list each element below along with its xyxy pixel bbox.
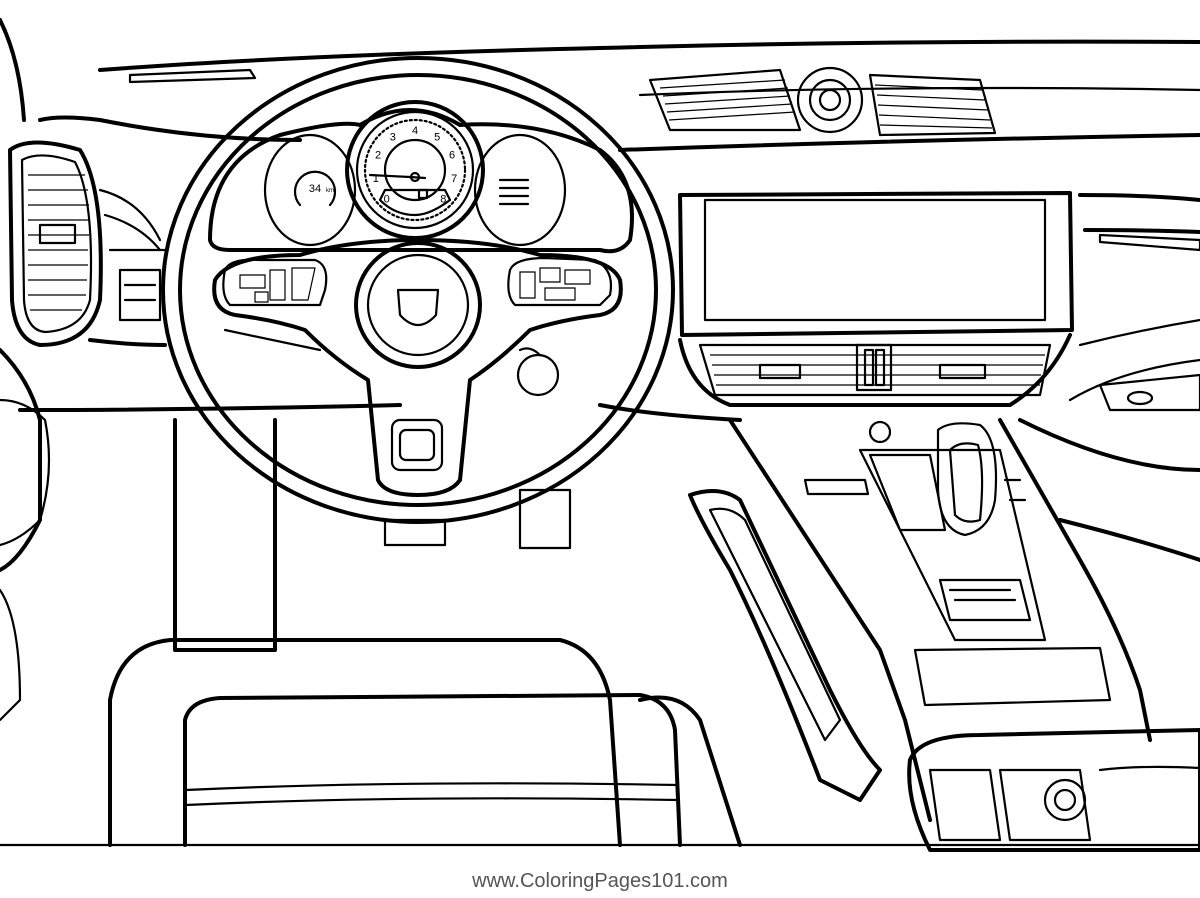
center-air-vents bbox=[678, 333, 1072, 407]
menu-lines-icon bbox=[498, 178, 530, 206]
gear-indicator bbox=[417, 188, 429, 200]
tachometer-number: 1 bbox=[373, 173, 379, 185]
seats bbox=[108, 638, 742, 847]
tachometer-number: 8 bbox=[440, 193, 446, 205]
console-armrest bbox=[688, 489, 882, 802]
crest-logo bbox=[396, 288, 440, 327]
gear-shifter bbox=[936, 422, 998, 537]
tachometer-number: 5 bbox=[434, 132, 440, 144]
tachometer-number: 6 bbox=[449, 150, 455, 162]
infotainment-screen bbox=[678, 191, 1074, 337]
dashboard-top bbox=[98, 39, 1200, 72]
speed-unit: km bbox=[326, 188, 334, 194]
cup-holders bbox=[907, 728, 1200, 852]
steering-wheel bbox=[161, 56, 675, 524]
right-wheel-buttons bbox=[507, 256, 613, 307]
tachometer-number: 2 bbox=[375, 150, 381, 162]
center-top-vents bbox=[648, 66, 997, 137]
website-watermark: www.ColoringPages101.com bbox=[472, 870, 728, 892]
steering-column bbox=[173, 418, 277, 652]
tachometer-numbers: 01 23 4 56 78 bbox=[373, 125, 458, 205]
tachometer-number: 0 bbox=[384, 193, 390, 205]
tachometer-number: 4 bbox=[412, 125, 418, 137]
speed-arc bbox=[293, 170, 337, 207]
left-air-vent bbox=[8, 140, 103, 347]
left-door-panel bbox=[0, 398, 51, 722]
hazard-button bbox=[855, 343, 893, 392]
tachometer-number: 7 bbox=[451, 173, 457, 185]
center-console bbox=[728, 418, 1152, 822]
wheel-bottom-button bbox=[390, 418, 444, 472]
tachometer-number: 3 bbox=[390, 132, 396, 144]
a-pillar bbox=[0, 18, 42, 572]
left-wheel-buttons bbox=[222, 258, 328, 307]
speed-readout: 34 bbox=[309, 183, 321, 195]
